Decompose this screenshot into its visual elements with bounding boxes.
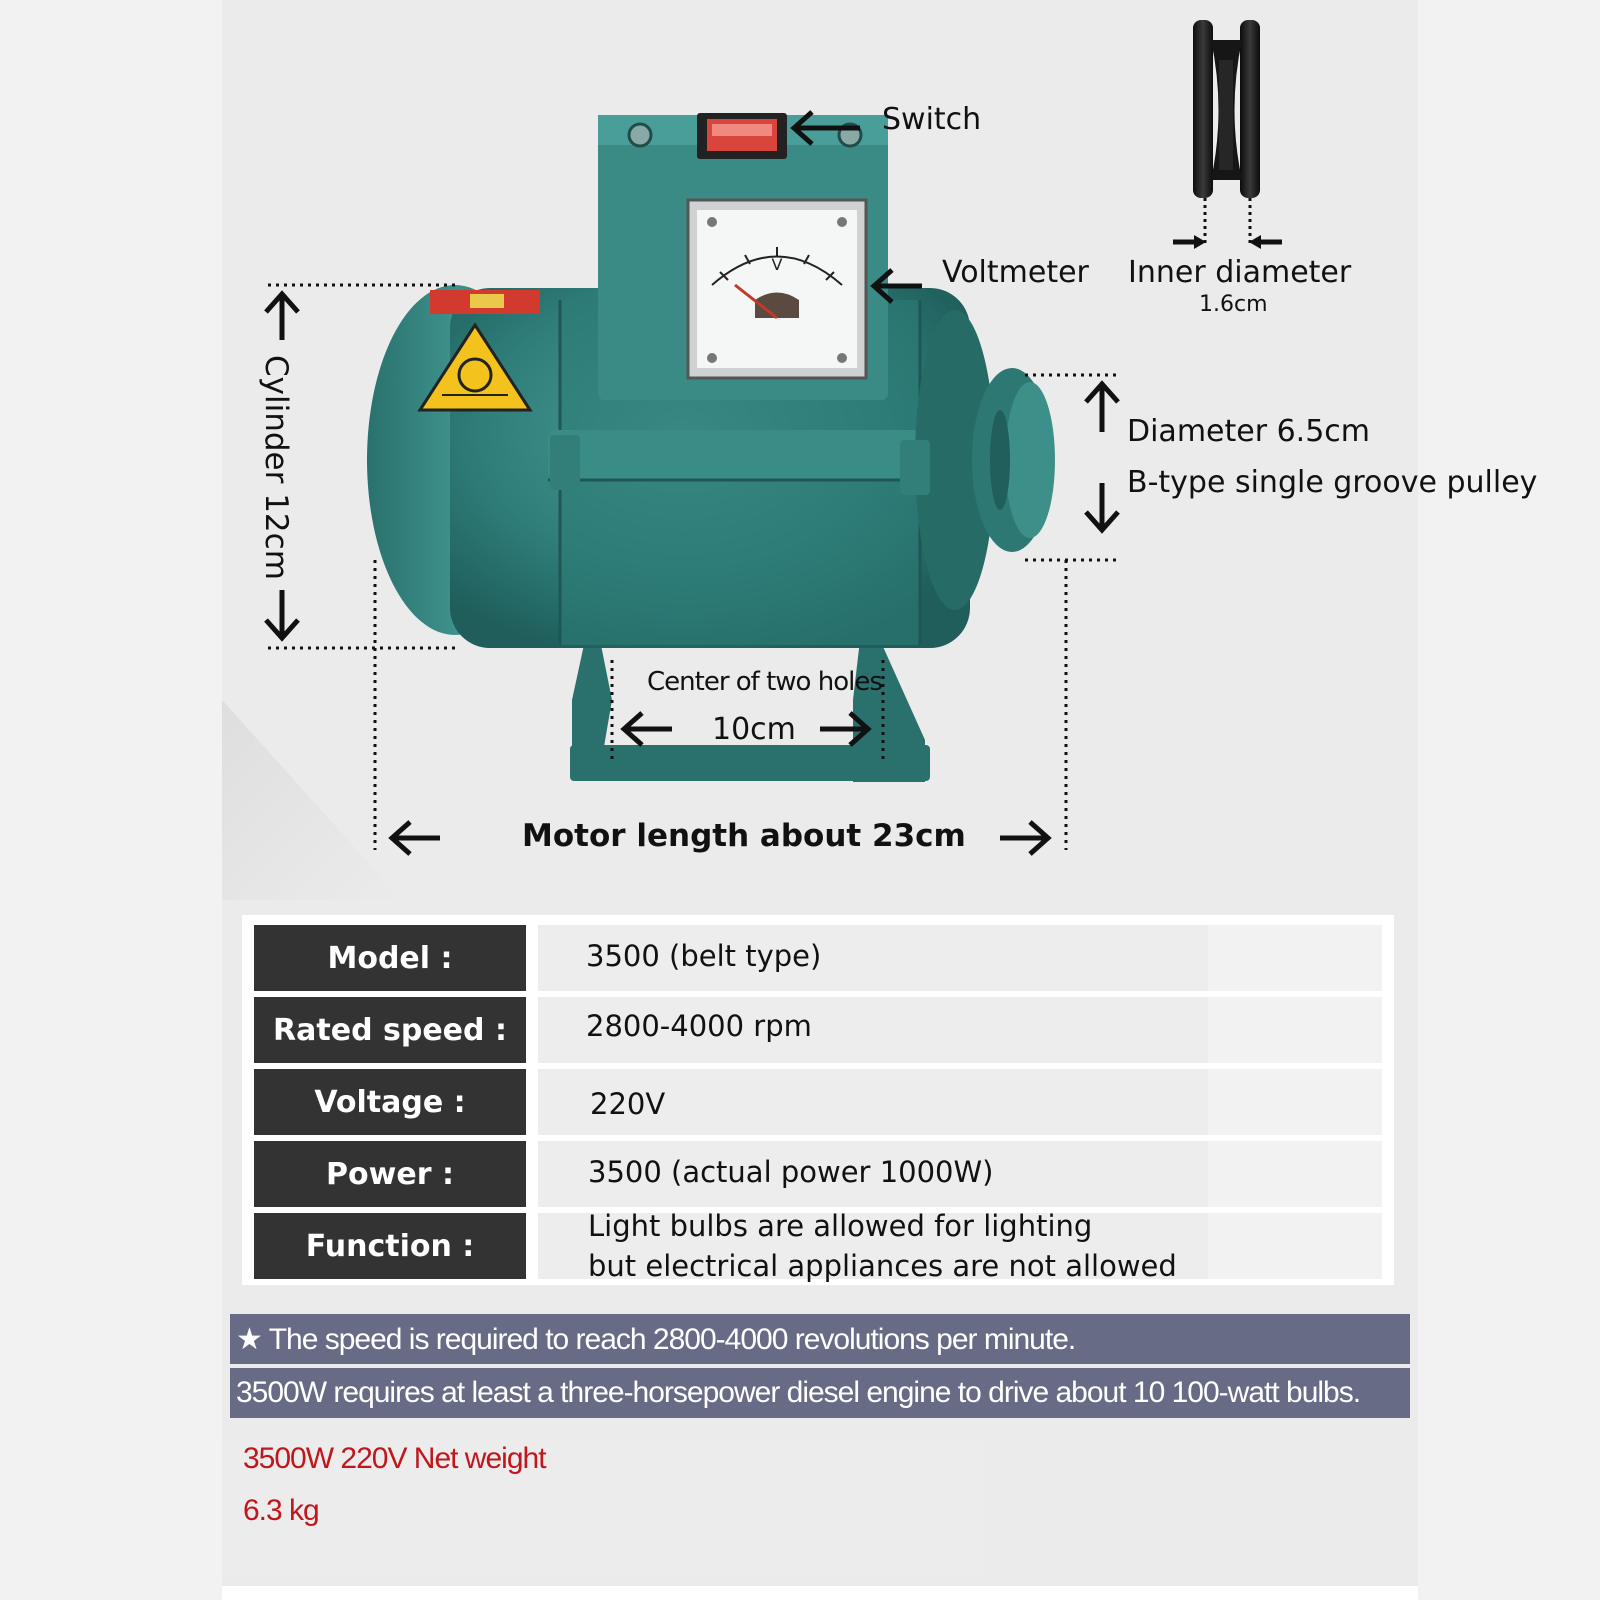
note-engine: 3500W requires at least a three-horsepow… bbox=[230, 1368, 1410, 1418]
spec-value-cell: 2800-4000 rpm bbox=[538, 997, 1382, 1063]
pulley-type-label: B-type single groove pulley bbox=[1127, 465, 1538, 500]
spec-value-function-line1: Light bulbs are allowed for lighting bbox=[588, 1209, 1093, 1243]
arrow-left-icon bbox=[1249, 235, 1282, 249]
table-row: Rated speed : 2800-4000 rpm bbox=[254, 997, 1382, 1063]
table-row: Power : 3500 (actual power 1000W) bbox=[254, 1141, 1382, 1207]
spec-key-rated-speed: Rated speed : bbox=[254, 997, 526, 1063]
arrow-right-icon bbox=[820, 711, 872, 747]
weight-box bbox=[222, 1438, 982, 1578]
spec-value-cell: 3500 (actual power 1000W) bbox=[538, 1141, 1382, 1207]
table-row: Function : Light bulbs are allowed for l… bbox=[254, 1209, 1382, 1283]
spec-value-cell: 220V bbox=[538, 1069, 1382, 1135]
note-speed: ★ The speed is required to reach 2800-40… bbox=[230, 1314, 1410, 1364]
spec-key-power: Power : bbox=[254, 1141, 526, 1207]
arrow-down-icon bbox=[1084, 483, 1120, 534]
spec-key-function: Function : bbox=[254, 1213, 526, 1279]
spec-key-model: Model : bbox=[254, 925, 526, 991]
arrow-up-icon bbox=[264, 290, 300, 340]
arrow-left-icon bbox=[620, 711, 672, 747]
product-diagram: V bbox=[264, 20, 1282, 856]
voltmeter-letter: V bbox=[772, 255, 783, 274]
spec-table: Model : 3500 (belt type) Rated speed : 2… bbox=[242, 915, 1394, 1285]
arrow-right-icon bbox=[1173, 235, 1206, 249]
dimension-guides bbox=[268, 283, 1118, 850]
arrow-left-icon bbox=[790, 110, 860, 146]
weight-line1: 3500W 220V Net weight bbox=[243, 1442, 547, 1475]
cylinder-label: Cylinder 12cm bbox=[258, 355, 294, 580]
arrow-right-icon bbox=[1000, 820, 1052, 856]
voltmeter-label: Voltmeter bbox=[942, 255, 1089, 290]
arrow-up-icon bbox=[1084, 380, 1120, 432]
spec-key-voltage: Voltage : bbox=[254, 1069, 526, 1135]
inner-diameter-value: 1.6cm bbox=[1199, 292, 1268, 317]
switch-label: Switch bbox=[882, 102, 982, 137]
arrow-left-icon bbox=[388, 820, 440, 856]
holes-center-label: Center of two holes bbox=[647, 667, 883, 697]
arrow-down-icon bbox=[264, 590, 300, 642]
spec-value-voltage: 220V bbox=[590, 1087, 666, 1121]
inner-diameter-label: Inner diameter bbox=[1128, 255, 1352, 290]
pulley-photo bbox=[1193, 20, 1260, 198]
table-row: Voltage : 220V bbox=[254, 1069, 1382, 1135]
arrow-left-icon bbox=[870, 268, 922, 304]
motor-photo bbox=[367, 113, 1055, 782]
weight-line2: 6.3 kg bbox=[243, 1494, 320, 1527]
spec-value-power: 3500 (actual power 1000W) bbox=[588, 1155, 994, 1189]
warning-triangle-icon bbox=[417, 322, 533, 412]
spec-value-function-line2: but electrical appliances are not allowe… bbox=[588, 1249, 1177, 1283]
spec-value-rated-speed: 2800-4000 rpm bbox=[586, 1009, 812, 1043]
bottom-strip bbox=[222, 1586, 1418, 1600]
table-row: Model : 3500 (belt type) bbox=[254, 925, 1382, 991]
spec-value-model: 3500 (belt type) bbox=[586, 939, 822, 973]
spec-value-cell: 3500 (belt type) bbox=[538, 925, 1382, 991]
spec-value-cell: Light bulbs are allowed for lighting but… bbox=[538, 1209, 1382, 1283]
pulley-diameter-label: Diameter 6.5cm bbox=[1127, 414, 1371, 449]
motor-length-label: Motor length about 23cm bbox=[522, 818, 966, 854]
holes-distance-label: 10cm bbox=[712, 712, 796, 747]
